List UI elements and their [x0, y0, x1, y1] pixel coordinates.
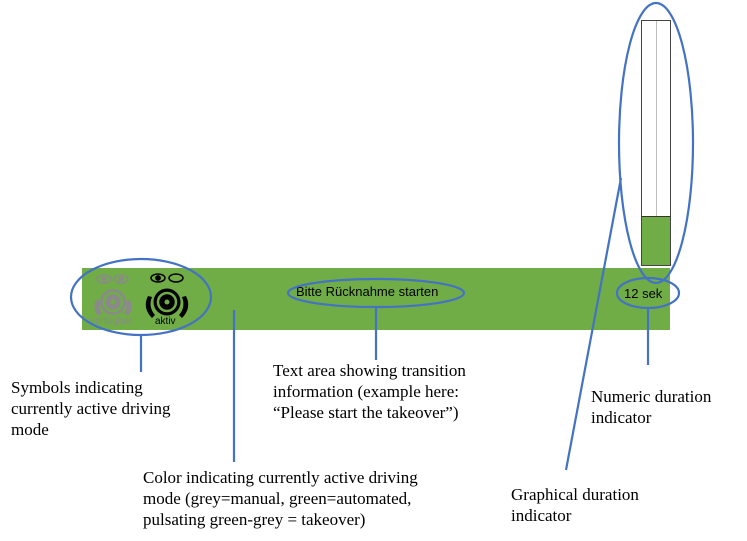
annotation-line: currently active driving [11, 399, 171, 418]
annotation-line: Symbols indicating [11, 378, 143, 397]
timer-highlight [615, 276, 681, 310]
annotation-line: Text area showing transition [273, 361, 466, 380]
automated-driver-icon [145, 288, 189, 318]
annotation-color: Color indicating currently active drivin… [143, 467, 418, 530]
gauge-center-line [656, 21, 657, 265]
symbols-highlight [69, 257, 213, 337]
annotation-text-area: Text area showing transition information… [273, 360, 466, 423]
active-mode-icon [145, 273, 189, 318]
eyes-open-grey-icon [96, 274, 129, 284]
annotation-line: Numeric duration [591, 387, 712, 406]
manual-driver-icon [94, 289, 132, 316]
annotation-line: information (example here: [273, 382, 459, 401]
annotation-line: indicator [511, 506, 572, 525]
annotation-graphical: Graphical duration indicator [511, 484, 639, 526]
available-mode-icon [94, 274, 132, 316]
annotation-numeric: Numeric duration indicator [591, 386, 711, 428]
gauge-leader [564, 177, 623, 471]
gauge-highlight [617, 1, 695, 285]
annotation-line: Color indicating currently active drivin… [143, 468, 418, 487]
duration-gauge [641, 20, 671, 266]
annotation-symbols: Symbols indicating currently active driv… [11, 377, 171, 440]
numeric-timer: 12 sek [624, 286, 663, 301]
transition-message: Bitte Rücknahme starten [296, 284, 439, 299]
annotation-line: “Please start the takeover”) [273, 403, 459, 422]
eyes-closed-icon [150, 273, 184, 283]
annotation-line: mode [11, 420, 49, 439]
annotation-line: pulsating green-grey = takeover) [143, 510, 366, 529]
annotation-line: indicator [591, 408, 652, 427]
mode-available-label: verfügbar [90, 316, 133, 327]
gauge-fill [642, 216, 670, 265]
message-highlight [286, 277, 466, 309]
annotation-line: Graphical duration [511, 485, 639, 504]
annotation-line: mode (grey=manual, green=automated, [143, 489, 412, 508]
mode-active-label: aktiv [155, 316, 176, 327]
